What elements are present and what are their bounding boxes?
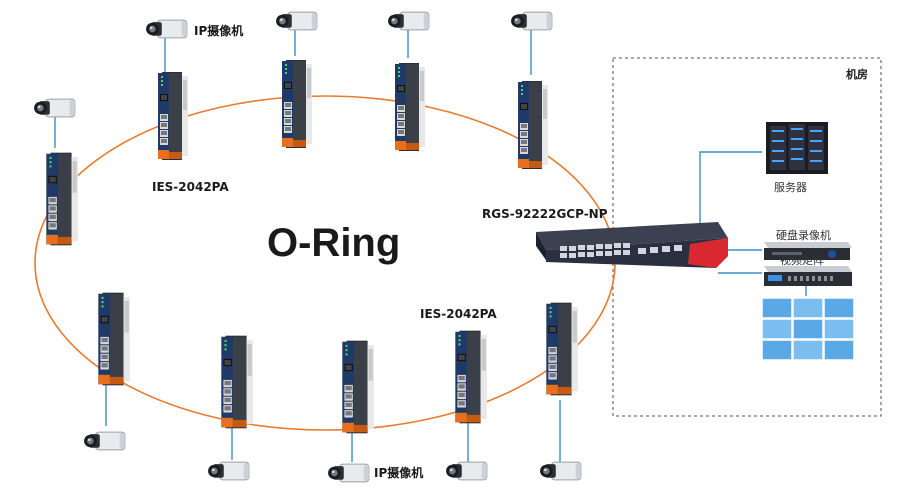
nvr-label: 硬盘录像机 — [776, 228, 831, 242]
ies-switch-icon — [518, 81, 548, 169]
core-switch-label: RGS-92222GCP-NP — [482, 207, 608, 221]
ip-camera-icon — [511, 11, 553, 31]
ies-switch-icon — [221, 335, 253, 429]
ies-switch-icon — [455, 330, 487, 424]
ip-camera-icon — [34, 98, 76, 118]
nvr-icon — [764, 242, 852, 260]
ies-switch-icon — [158, 72, 188, 160]
ip-camera-icon — [146, 19, 188, 39]
ip-camera-label-top: IP摄像机 — [194, 23, 243, 38]
ies-switch-icon — [395, 63, 425, 151]
server-icon — [766, 122, 828, 174]
ip-camera-icon — [276, 11, 318, 31]
ip-camera-icon — [446, 461, 488, 481]
machine-room-label: 机房 — [846, 67, 868, 81]
ies-switch-icon — [546, 302, 578, 396]
server-label: 服务器 — [774, 181, 807, 194]
ies-switch-icon — [282, 60, 312, 148]
machine-room-box — [612, 57, 882, 417]
ip-camera-label-bottom: IP摄像机 — [374, 465, 423, 480]
video-matrix-label: 视频矩阵 — [780, 253, 824, 267]
ring-title: O-Ring — [267, 221, 400, 265]
video-wall-icon — [761, 297, 855, 361]
ies-switch-icon — [342, 340, 374, 434]
switch-model-label-bottom: IES-2042PA — [420, 307, 497, 321]
ies-switch-icon — [46, 152, 78, 246]
switch-model-label-top: IES-2042PA — [152, 180, 229, 194]
ip-camera-icon — [388, 11, 430, 31]
ip-camera-icon — [208, 461, 250, 481]
ip-camera-icon — [540, 461, 582, 481]
core-switch-icon — [536, 222, 728, 268]
ip-camera-icon — [328, 463, 370, 483]
camera-links — [54, 25, 561, 462]
video-matrix-icon — [764, 266, 852, 286]
ip-camera-icon — [84, 431, 126, 451]
ies-switch-icon — [98, 292, 130, 386]
